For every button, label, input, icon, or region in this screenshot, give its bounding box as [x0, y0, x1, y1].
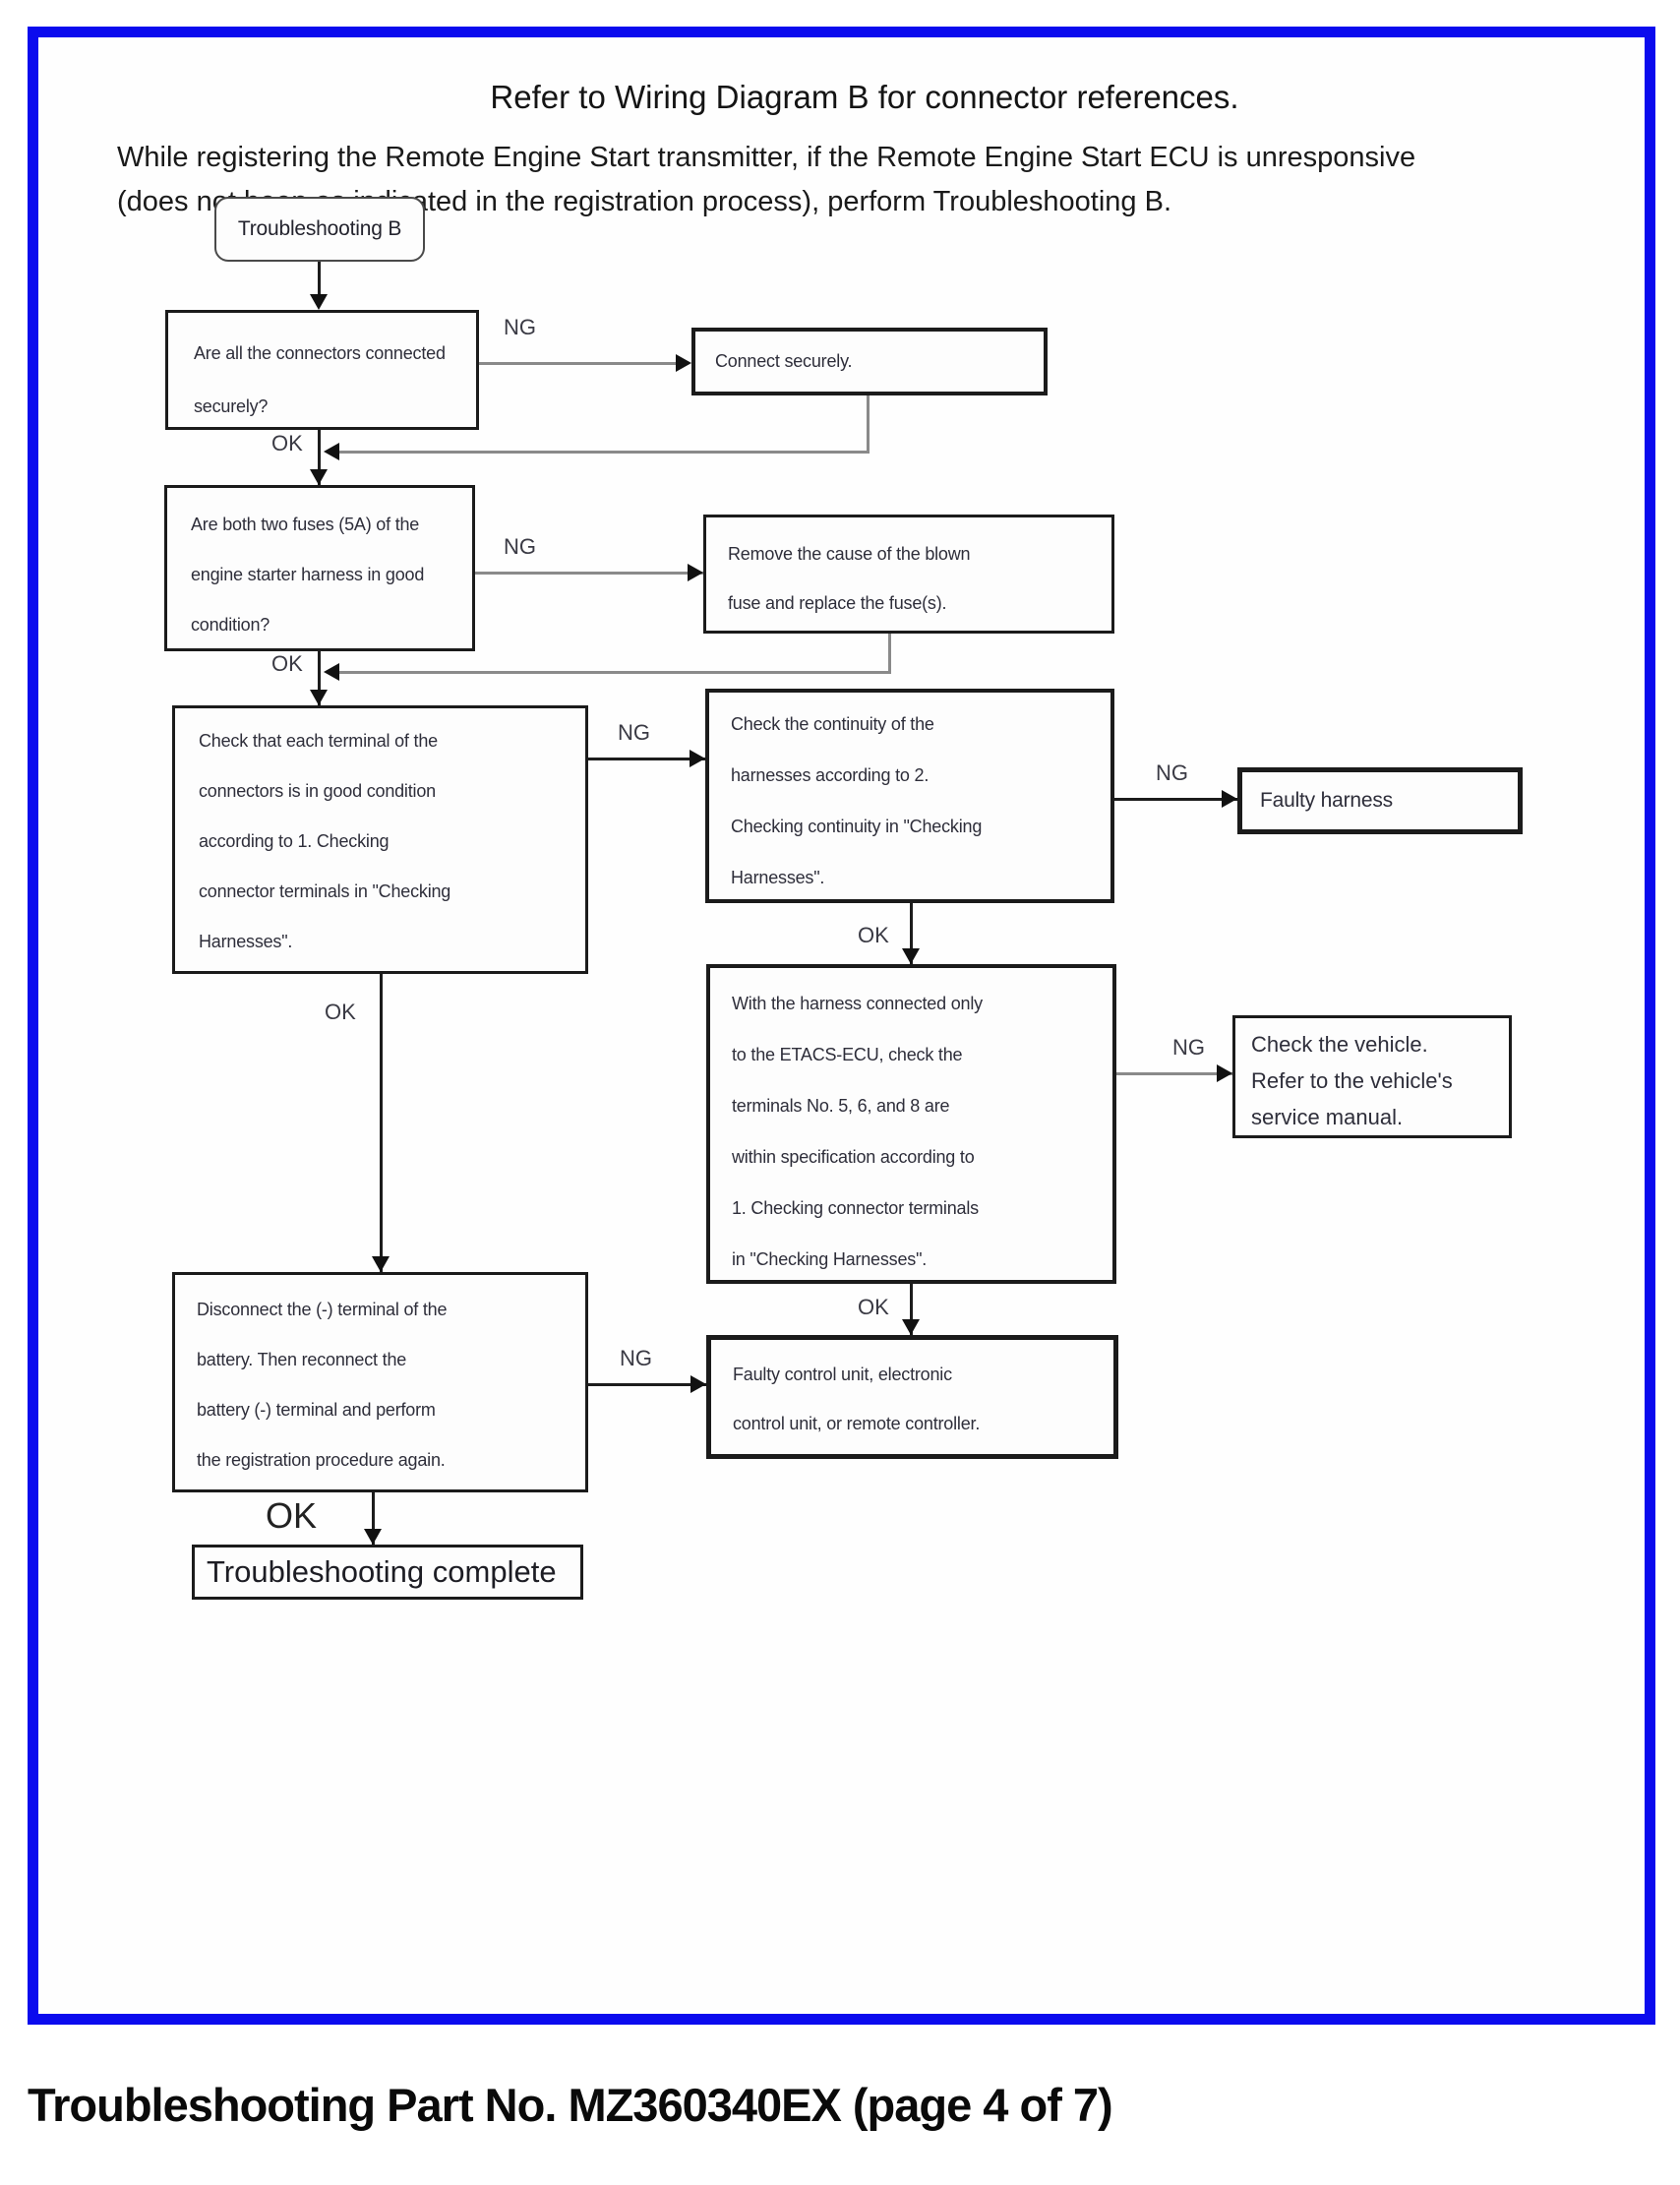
connector-line	[479, 362, 678, 365]
node-terminal-check-vehicle: Check the vehicle. Refer to the vehicle'…	[1232, 1015, 1512, 1138]
edge-label-ok: OK	[858, 1295, 889, 1319]
arrowhead-left	[324, 443, 339, 460]
edge-label-ng: NG	[620, 1346, 652, 1370]
connector-line	[331, 451, 869, 454]
connector-line	[588, 758, 705, 760]
node-start-troubleshooting-b: Troubleshooting B	[214, 197, 425, 262]
end-label: Troubleshooting complete	[207, 1554, 557, 1589]
connector-line	[1114, 798, 1237, 801]
footer-caption: Troubleshooting Part No. MZ360340EX (pag…	[28, 2079, 1113, 2131]
arrowhead-left	[324, 663, 339, 681]
node-terminal-faulty-harness: Faulty harness	[1237, 767, 1523, 834]
arrowhead-right	[676, 354, 691, 372]
node-question-battery: Disconnect the (-) terminal of the batte…	[172, 1272, 588, 1492]
edge-label-ok: OK	[266, 1495, 318, 1536]
arrowhead-right	[690, 1375, 706, 1393]
edge-label-ng: NG	[618, 720, 650, 745]
arrowhead-down	[902, 948, 920, 964]
connector-line	[380, 974, 383, 1272]
node-end-troubleshooting-complete: Troubleshooting complete	[192, 1545, 583, 1600]
connector-line	[588, 1383, 706, 1386]
edge-label-ng: NG	[1172, 1035, 1205, 1060]
arrowhead-right	[1217, 1064, 1232, 1082]
arrowhead-down	[310, 469, 328, 485]
node-question-continuity: Check the continuity of the harnesses ac…	[705, 689, 1114, 903]
connector-line	[372, 1492, 375, 1545]
connector-line	[318, 262, 321, 295]
connector-line	[910, 903, 913, 964]
connector-line	[1116, 1072, 1232, 1075]
arrowhead-right	[690, 750, 705, 767]
arrowhead-down	[372, 1256, 390, 1272]
connector-line	[910, 1284, 913, 1335]
connector-line	[867, 395, 870, 454]
arrowhead-right	[688, 564, 703, 581]
arrowhead-down	[902, 1319, 920, 1335]
arrowhead-down	[364, 1529, 382, 1545]
edge-label-ok: OK	[271, 431, 303, 455]
edge-label-ok: OK	[271, 651, 303, 676]
connector-line	[331, 671, 890, 674]
arrowhead-down	[310, 690, 328, 705]
intro-text: While registering the Remote Engine Star…	[117, 142, 1416, 217]
connector-line	[318, 651, 321, 705]
node-action-replace-fuse: Remove the cause of the blown fuse and r…	[703, 515, 1114, 634]
faulty-harness-label: Faulty harness	[1260, 789, 1393, 812]
arrowhead-right	[1222, 790, 1237, 808]
node-action-connect-securely: Connect securely.	[691, 328, 1048, 395]
node-start-label: Troubleshooting B	[237, 217, 402, 240]
node-terminal-faulty-control-unit: Faulty control unit, electronic control …	[706, 1335, 1118, 1459]
edge-label-ok: OK	[858, 923, 889, 947]
edge-label-ng: NG	[504, 315, 536, 339]
node-question-fuses: Are both two fuses (5A) of the engine st…	[164, 485, 475, 651]
edge-label-ng: NG	[1156, 760, 1188, 785]
connector-line	[475, 572, 703, 575]
edge-label-ok: OK	[325, 1000, 356, 1024]
node-question-etacs-ecu: With the harness connected only to the E…	[706, 964, 1116, 1284]
connector-line	[318, 430, 321, 485]
connector-line	[888, 634, 891, 674]
edge-label-ng: NG	[504, 534, 536, 559]
arrowhead-down	[310, 294, 328, 310]
page-title: Refer to Wiring Diagram B for connector …	[490, 79, 1239, 115]
node-question-connectors: Are all the connectors connected securel…	[165, 310, 479, 430]
node-question-terminals: Check that each terminal of the connecto…	[172, 705, 588, 974]
